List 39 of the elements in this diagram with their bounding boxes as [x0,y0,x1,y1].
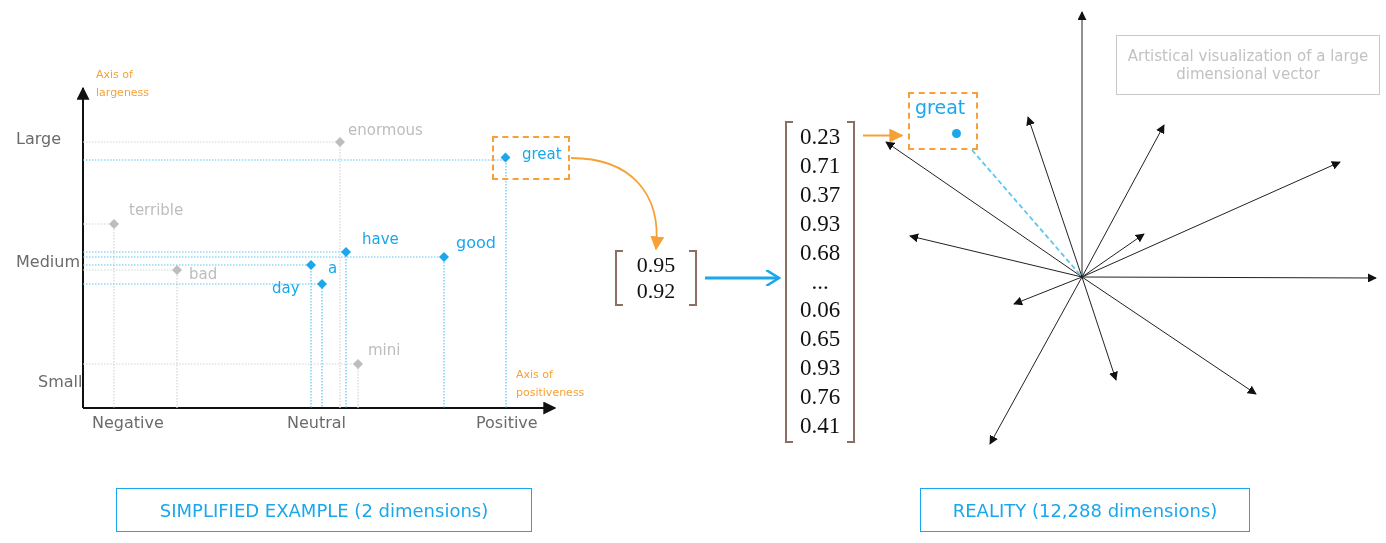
vector-value: ... [810,267,830,296]
arrow [862,128,904,143]
word-label: bad [189,266,218,284]
title-box: SIMPLIFIED EXAMPLE (2 dimensions) [116,488,532,532]
vector-value: 0.06 [798,296,842,325]
word-label: great [915,97,966,119]
word-label: enormous [348,122,423,140]
word-label: good [456,234,496,253]
highlight-box [492,136,570,180]
word-label: day [272,280,300,298]
axis-title: Axis of largeness [96,67,151,101]
word-label: terrible [129,202,184,220]
vector-value: 0.92 [635,278,677,304]
tick-label: Small [38,373,83,392]
vector-value: 0.68 [798,238,842,267]
vector-value: 0.93 [798,209,842,238]
vector-value: 0.23 [798,123,842,151]
tick-label: Neutral [287,414,347,433]
tick-label: Negative [92,414,164,433]
vector-value: 0.76 [798,383,842,412]
arrow [570,157,664,251]
highlight-box [908,92,978,150]
vector-value: 0.65 [798,325,842,354]
word-label: great [522,146,562,164]
word-label: a [328,260,338,278]
arrow [705,268,781,288]
vector-value: 0.95 [635,252,677,278]
title-box: REALITY (12,288 dimensions) [920,488,1250,532]
vector-value: 0.37 [798,180,842,209]
word-label: have [362,231,399,249]
vector-value: 0.41 [798,412,842,441]
tick-label: Positive [476,414,538,433]
tick-label: Large [16,130,61,149]
axis-title: Axis of positiveness [516,367,586,401]
vector-value: 0.71 [798,151,842,180]
tick-label: Medium [16,253,80,272]
note-box: Artistical visualization of a large dimensional vector [1116,35,1380,95]
word-label: mini [368,342,401,360]
vector-value: 0.93 [798,354,842,383]
